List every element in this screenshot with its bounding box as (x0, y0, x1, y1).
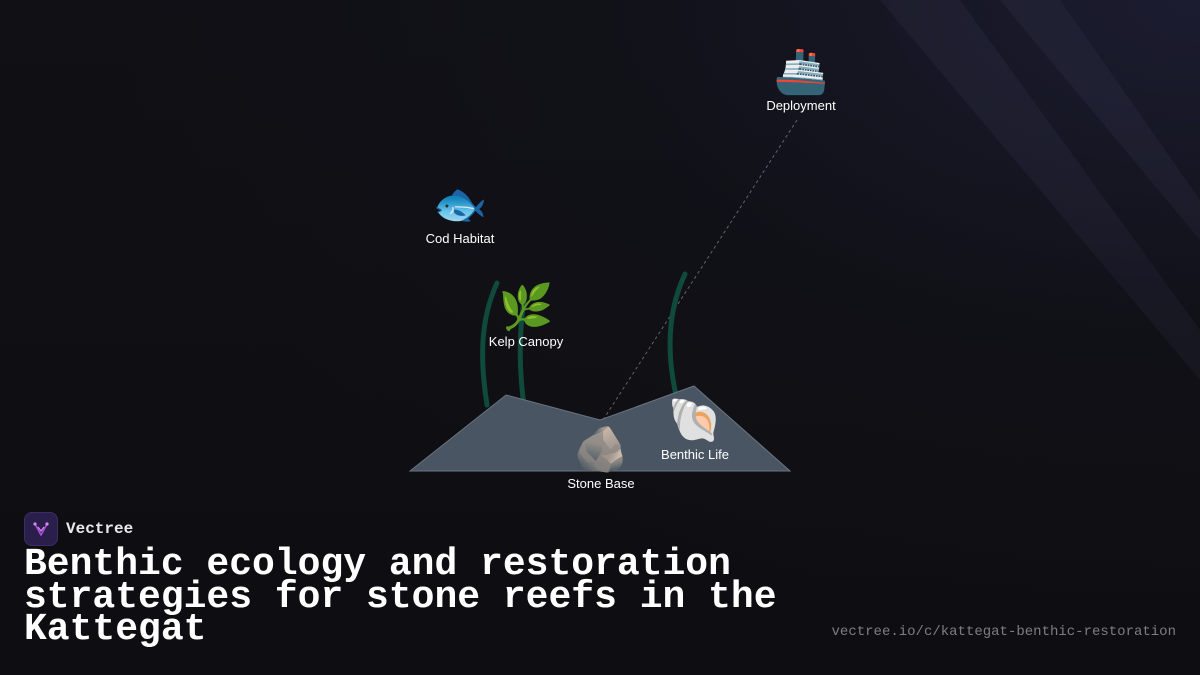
light-rays (880, 0, 1200, 380)
kelp-canopy-label: Kelp Canopy (488, 334, 564, 349)
stone-reef-mound (408, 385, 792, 472)
stone-base-label: Stone Base (567, 476, 635, 491)
cod-habitat-node: 🐟 Cod Habitat (426, 179, 495, 246)
brand-name: Vectree (66, 520, 134, 538)
kelp-canopy-node: 🌿 Kelp Canopy (489, 282, 563, 349)
source-url[interactable]: vectree.io/c/kattegat-benthic-restoratio… (831, 624, 1176, 640)
rock-icon: 🪨 (573, 425, 629, 474)
deployment-node: 🚢 Deployment (766, 46, 835, 113)
brand: Vectree (24, 512, 133, 546)
page-title: Benthic ecology and restoration strategi… (24, 543, 777, 651)
fish-icon: 🐟 (432, 180, 488, 229)
kelp-strand-right (667, 271, 688, 398)
deployment-label: Deployment (766, 98, 836, 113)
benthic-life-label: Benthic Life (661, 447, 729, 462)
vectree-logo-icon (24, 512, 58, 546)
stone-base-node: 🪨 Stone Base (567, 424, 634, 491)
deployment-line (600, 119, 798, 424)
kelp-strand-left (480, 280, 500, 408)
herb-icon: 🌿 (498, 283, 554, 332)
ship-icon: 🚢 (773, 47, 829, 96)
benthic-life-node: 🐚 Benthic Life (661, 395, 729, 462)
shell-icon: 🐚 (667, 396, 723, 445)
cod-habitat-label: Cod Habitat (425, 231, 495, 246)
